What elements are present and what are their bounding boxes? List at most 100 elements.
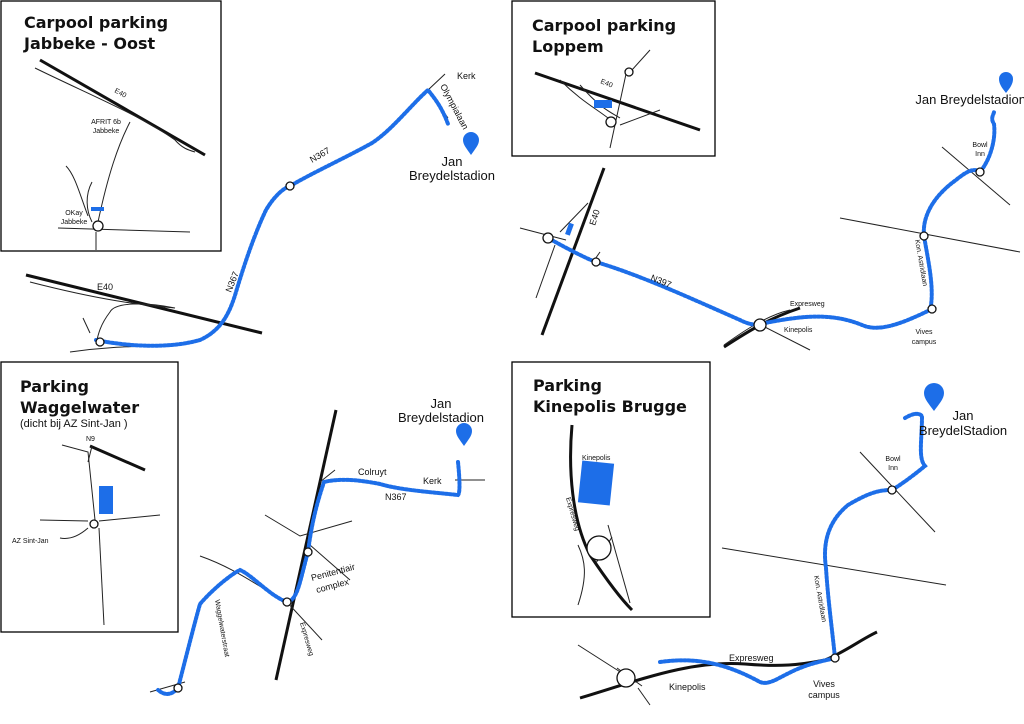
- roundabout-icon: [975, 167, 985, 177]
- expresweg-label: Expresweg: [298, 622, 314, 657]
- destination-label: Jan Breydelstadion: [915, 92, 1024, 107]
- kinepolis-label: Kinepolis: [582, 455, 611, 462]
- n9-label: N9: [86, 436, 95, 443]
- road: [87, 445, 93, 463]
- waggelwaterstraat-label: Waggelwaterstraat: [213, 599, 230, 657]
- destination-label: Jan: [431, 396, 452, 411]
- parking-lot-icon: [577, 460, 615, 506]
- afrit-label: AFRIT 6b: [91, 119, 121, 126]
- roundabout-icon: [586, 535, 612, 561]
- panel-loppem: E40 N397 Expresweg Kinepolis Vives campu…: [511, 0, 1024, 351]
- kerk-road: [427, 73, 446, 91]
- roundabout-icon: [542, 232, 554, 244]
- cross-road: [839, 217, 1021, 253]
- road: [519, 227, 567, 241]
- roundabout-icon: [605, 116, 617, 128]
- expresweg-road: [274, 409, 338, 681]
- roundabout-icon: [591, 257, 601, 267]
- destination-label: Jan: [442, 154, 463, 169]
- olympialaan-label: Olympialaan: [438, 82, 470, 131]
- colruyt-label: Colruyt: [358, 467, 387, 477]
- roundabout-icon: [927, 304, 937, 314]
- roundabout-icon: [616, 668, 636, 688]
- okay-label: Jabbeke: [61, 219, 88, 226]
- n9-road: [89, 444, 146, 472]
- panel-title: Parking: [20, 377, 89, 396]
- road: [637, 687, 651, 706]
- road: [619, 109, 661, 126]
- side-road: [65, 165, 89, 217]
- exit-ramp: [29, 281, 176, 345]
- parking-lot-icon: [99, 486, 113, 514]
- kon-astridlaan-label: Kon. Astridlaan: [812, 575, 827, 623]
- exit-ramp: [34, 67, 196, 153]
- roundabout-icon: [173, 683, 183, 693]
- map-pin-icon: [999, 72, 1013, 93]
- parking-lot-icon: [91, 207, 104, 211]
- roundabout-icon: [285, 181, 295, 191]
- road: [577, 644, 626, 676]
- bowl-inn-label: Bowl: [972, 142, 988, 149]
- panel-title: Loppem: [532, 37, 604, 56]
- roundabout-icon: [624, 67, 634, 77]
- panel-title: Carpool parking: [24, 13, 168, 32]
- panel-waggelwater: Colruyt Kerk N367 Penitentiair complex E…: [0, 361, 485, 696]
- bowl-inn-label: Inn: [888, 465, 898, 472]
- cross-road: [859, 451, 936, 533]
- cross-road: [721, 547, 947, 586]
- road: [319, 469, 336, 483]
- expresweg-label: Expresweg: [790, 301, 825, 308]
- map-pin-icon: [463, 132, 479, 155]
- road: [59, 527, 89, 539]
- road: [631, 49, 651, 71]
- road: [559, 202, 589, 233]
- panel-title: Kinepolis Brugge: [533, 397, 687, 416]
- panel-title: Jabbeke - Oost: [23, 34, 155, 53]
- cross-road: [941, 146, 1011, 206]
- roundabout-icon: [282, 597, 292, 607]
- panel-title: Carpool parking: [532, 16, 676, 35]
- vives-label: campus: [808, 690, 840, 700]
- roundabout-icon: [887, 485, 897, 495]
- destination-label: Breydelstadion: [398, 410, 484, 425]
- road: [284, 599, 323, 641]
- road: [39, 519, 89, 522]
- vives-label: Vives: [916, 329, 933, 336]
- road: [98, 527, 105, 626]
- panel-subtitle: (dicht bij AZ Sint-Jan ): [20, 418, 128, 430]
- road: [264, 514, 353, 537]
- road: [98, 514, 161, 522]
- destination-label: BreydelStadion: [919, 423, 1007, 438]
- roundabout-icon: [303, 547, 313, 557]
- kinepolis-label: Kinepolis: [784, 327, 813, 334]
- side-road: [86, 181, 93, 223]
- panel-title: Parking: [533, 376, 602, 395]
- destination-label: Breydelstadion: [409, 168, 495, 183]
- route-waggelwater: [156, 460, 462, 696]
- kerk-label: Kerk: [457, 71, 476, 81]
- e40-label: E40: [599, 78, 613, 89]
- vives-label: campus: [912, 339, 937, 346]
- vives-label: Vives: [813, 679, 835, 689]
- route-jabbeke: [94, 87, 450, 348]
- expresweg-road: [579, 630, 878, 700]
- map-pin-icon: [456, 423, 472, 446]
- n367-label: N367: [385, 492, 407, 502]
- road: [577, 544, 585, 606]
- map-pin-icon: [924, 383, 944, 411]
- e40-label: E40: [587, 208, 601, 226]
- inset-jabbeke: [0, 0, 222, 252]
- roundabout-icon: [753, 318, 767, 332]
- az-sint-jan-label: AZ Sint-Jan: [12, 538, 49, 545]
- kinepolis-label: Kinepolis: [669, 682, 706, 692]
- parking-lot-icon: [565, 222, 574, 236]
- route-kinepolis: [658, 411, 928, 685]
- ramp-stub: [82, 317, 91, 334]
- afrit-label: Jabbeke: [93, 128, 120, 135]
- expresweg-label: Expresweg: [729, 653, 774, 663]
- roundabout-icon: [830, 653, 840, 663]
- ramp: [559, 79, 609, 119]
- panel-kinepolis: Bowl Inn Kon. Astridlaan Expresweg Kinep…: [511, 361, 1007, 706]
- roundabout-icon: [92, 220, 104, 232]
